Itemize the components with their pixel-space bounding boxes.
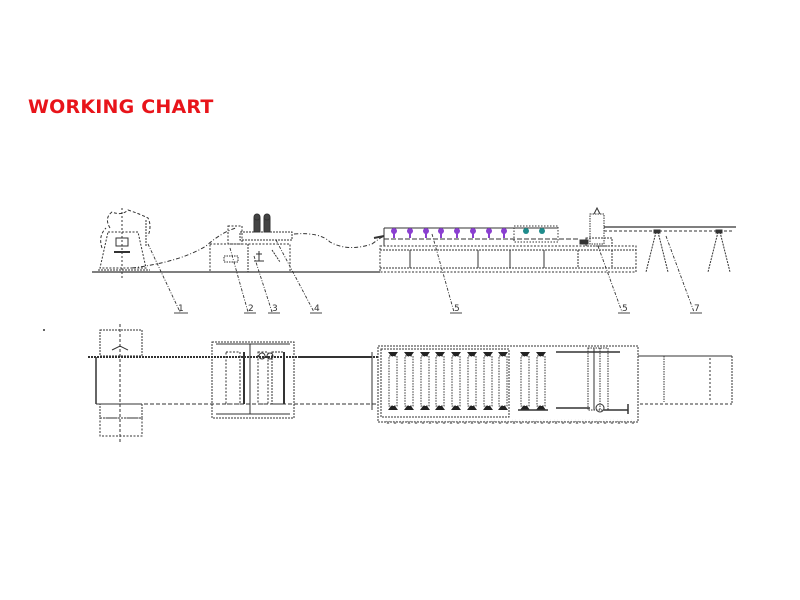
run-out-table [604,226,736,273]
elevation-view [92,206,736,314]
plan-view [88,324,733,442]
callout-7: 7 [694,304,700,314]
page-title: WORKING CHART [28,96,214,118]
callout-1: 1 [178,304,184,314]
pre-processing-units [209,213,293,273]
stray-mark [43,329,45,331]
callout-labels: 1 2 3 4 5 5 7 [178,304,700,314]
roll-forming-machine [373,225,637,273]
callout-4: 4 [314,304,320,314]
callout-2: 2 [248,304,254,314]
callout-5b: 5 [622,304,628,314]
callout-3: 3 [272,304,278,314]
callout-5a: 5 [454,304,460,314]
callout-leaders [147,233,695,313]
roller-shafts-plan [388,352,548,411]
post-cutting-unit [579,206,613,247]
roller-stations [391,228,545,238]
decoiler [98,208,151,278]
